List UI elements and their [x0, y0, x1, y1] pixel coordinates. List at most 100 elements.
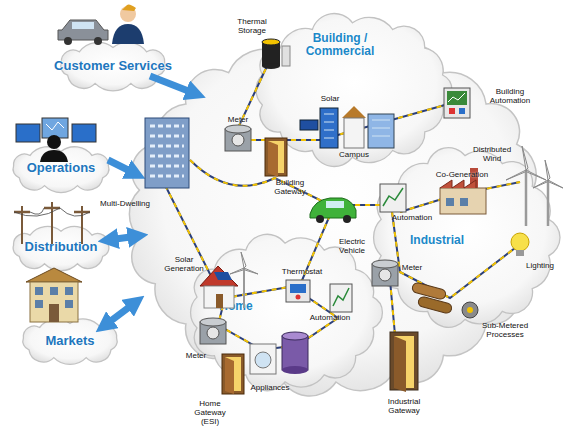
electric-vehicle-icon [316, 215, 324, 223]
markets-icon [26, 268, 82, 322]
electric-vehicle-icon [326, 201, 344, 208]
home-gateway-door [222, 354, 244, 394]
thermostat-icon [286, 280, 310, 302]
co-generation-icon [460, 198, 468, 206]
device-label: Co-Generation [431, 171, 493, 180]
flow-arrows [108, 236, 138, 240]
customer-icon [72, 22, 94, 29]
customer-icon [58, 20, 108, 40]
markets-icon [65, 287, 73, 295]
wind-turbine-icon [506, 146, 563, 226]
wind-turbine-icon [506, 146, 546, 180]
meter-icon [232, 134, 244, 146]
thermostat-icon [290, 284, 306, 293]
building-automation-icon [444, 88, 470, 118]
operations-icon [46, 122, 64, 130]
operations-icon [47, 135, 61, 149]
distribution-icon [14, 202, 90, 244]
device-label: Automation [305, 314, 355, 323]
industrial-automation-icon [383, 188, 403, 206]
building-automation-icon [448, 93, 465, 102]
meter-icon [200, 318, 226, 344]
industrial-gateway-door [394, 336, 406, 392]
industrial-automation-icon [380, 184, 406, 212]
sub-metered-icon [411, 282, 446, 300]
meter-icon [207, 327, 219, 339]
building-automation-icon [444, 88, 470, 118]
wind-turbine-icon [526, 170, 548, 226]
solar-generation-icon [214, 272, 232, 280]
building-gateway-door [268, 141, 278, 177]
flow-arrows [104, 302, 136, 326]
electric-vehicle-icon [310, 198, 356, 223]
device-label: Meter [218, 116, 258, 125]
solar-generation-icon [230, 252, 258, 274]
campus-icon [324, 114, 390, 138]
meter-icon [225, 125, 251, 133]
markets-icon [50, 287, 58, 295]
campus-icon [342, 106, 366, 118]
building-automation-icon [449, 108, 455, 114]
home-gateway-door [225, 357, 234, 394]
solar-generation-icon [204, 286, 234, 308]
customer-icon [112, 24, 144, 44]
device-label: Meter [397, 264, 427, 273]
thermal-storage-icon [262, 39, 290, 69]
flow-arrows [150, 76, 196, 94]
connection-wires [165, 64, 520, 350]
device-label: Campus [333, 151, 375, 160]
customer-icon [64, 37, 72, 45]
electric-vehicle-icon [343, 215, 351, 223]
co-generation-icon [440, 188, 486, 214]
lighting-icon [511, 233, 529, 251]
device-label: Home Gateway (ESI) [186, 400, 234, 426]
customer-icon [94, 37, 102, 45]
device-label: Industrial Gateway [378, 398, 430, 416]
home-automation-icon [333, 288, 349, 306]
home-automation-icon [330, 284, 352, 312]
connection-wires [165, 64, 520, 350]
appliances-icon [282, 336, 308, 370]
device-label: Lighting [520, 262, 560, 271]
solar-generation-icon [216, 294, 223, 308]
campus-icon [300, 120, 318, 130]
meter-icon [372, 260, 398, 286]
meter-icon [200, 318, 226, 326]
device-label: Meter [181, 352, 211, 361]
home-automation-icon [330, 284, 352, 312]
meter-icon [379, 269, 391, 281]
device-label: Solar Generation [162, 256, 206, 274]
campus-icon [300, 106, 394, 148]
solar-generation-icon [200, 252, 258, 308]
customer-icon [122, 4, 136, 11]
device-label: Sub-Metered Processes [479, 322, 531, 340]
appliances-icon [282, 332, 308, 340]
co-generation-icon [440, 180, 476, 188]
campus-icon [368, 114, 394, 148]
multi-dwelling-icon [145, 118, 189, 188]
device-label: Solar [313, 95, 347, 104]
connection-wires [165, 64, 520, 350]
device-label: Electric Vehicle [330, 238, 375, 256]
cloud-outline [191, 234, 383, 390]
flow-arrows [108, 160, 136, 174]
home-gateway-door [222, 354, 244, 394]
multi-dwelling-icon [150, 126, 184, 176]
sub-metered-icon [417, 296, 452, 314]
device-label: Building Gateway [265, 179, 315, 197]
building-gateway-door [265, 138, 287, 177]
meter-icon [225, 125, 251, 151]
markets-icon [65, 300, 73, 308]
appliances-icon [250, 344, 276, 374]
markets-icon [49, 304, 59, 322]
lighting-icon [516, 250, 524, 256]
industrial-automation-icon [380, 184, 406, 212]
building-automation-icon [447, 91, 467, 105]
thermal-storage-icon [262, 42, 280, 66]
appliances-icon [255, 352, 271, 368]
markets-icon [30, 282, 78, 322]
markets-icon [35, 287, 43, 295]
